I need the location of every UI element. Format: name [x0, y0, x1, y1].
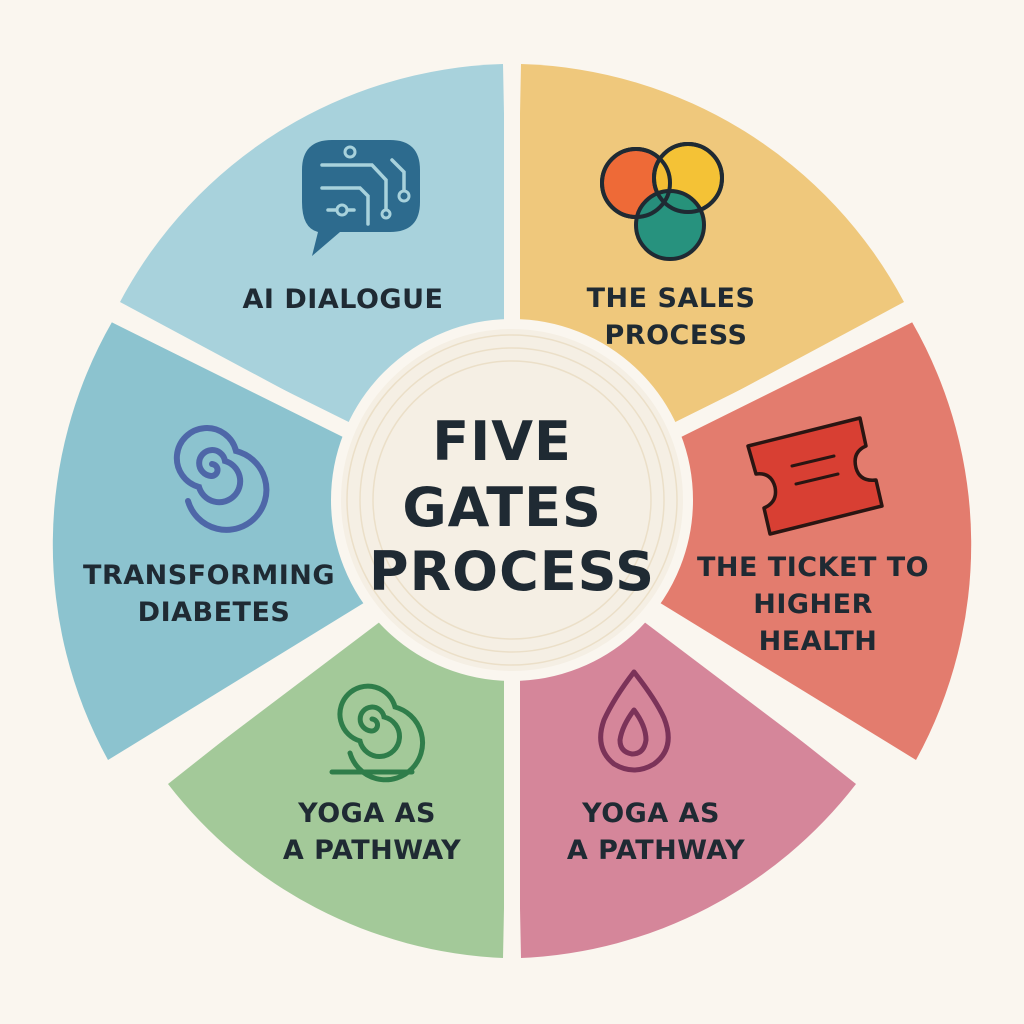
segment-label-sales-process: THE SALES PROCESS	[587, 283, 766, 351]
center-title-line: GATES	[402, 476, 602, 539]
center-title: FIVE GATES PROCESS	[369, 410, 655, 603]
segment-label-yoga-right: YOGA AS A PATHWAY	[567, 798, 745, 866]
segment-label-line: YOGA AS	[297, 798, 436, 829]
flame-drop-icon	[598, 669, 671, 773]
segment-transforming-diabetes	[52, 322, 512, 760]
segment-label-ticket: THE TICKET TO HIGHER HEALTH	[697, 552, 939, 657]
segment-label-line: AI DIALOGUE	[243, 284, 444, 315]
segment-label-transforming-diabetes: TRANSFORMING DIABETES	[83, 560, 345, 628]
center-rings	[346, 334, 678, 666]
segment-label-line: THE TICKET TO	[697, 552, 929, 583]
segment-label-line: PROCESS	[605, 320, 748, 351]
chat-circuit-icon	[302, 140, 420, 256]
segment-label-yoga-left: YOGA AS A PATHWAY	[283, 798, 461, 866]
segment-label-line: TRANSFORMING	[83, 560, 335, 591]
venn-circles-icon	[600, 142, 724, 261]
center-circle	[331, 319, 693, 681]
segment-label-line: HEALTH	[759, 626, 878, 657]
segment-label-line: DIABETES	[138, 597, 291, 628]
blue-spiral-icon	[173, 425, 270, 533]
ticket-icon	[746, 416, 884, 536]
segment-label-line: A PATHWAY	[283, 835, 461, 866]
segment-label-line: YOGA AS	[581, 798, 720, 829]
green-spiral-icon	[329, 683, 426, 783]
segment-label-line: A PATHWAY	[567, 835, 745, 866]
segment-label-ai-dialogue: AI DIALOGUE	[243, 284, 444, 315]
center-title-line: FIVE	[432, 410, 572, 473]
segment-label-line: THE SALES	[587, 283, 756, 314]
segment-label-line: HIGHER	[753, 589, 873, 620]
center-title-line: PROCESS	[369, 540, 655, 603]
